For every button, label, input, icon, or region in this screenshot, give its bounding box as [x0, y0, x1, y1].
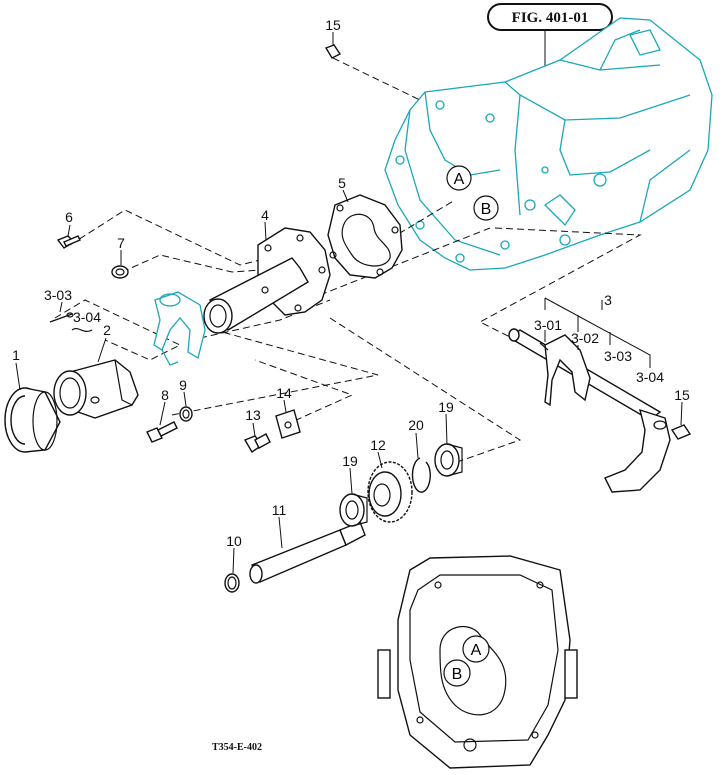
- figure-code: T354-E-402: [212, 742, 262, 753]
- callout-15-top: 15: [325, 17, 341, 33]
- callout-19-upper: 19: [438, 399, 454, 415]
- figure-title: FIG. 401-01: [512, 10, 589, 26]
- part-15-bolt-top: [324, 44, 342, 59]
- callout-19-lower: 19: [342, 453, 358, 469]
- callout-3-02: 3-02: [571, 330, 599, 346]
- ref-a-bottom: A: [462, 635, 490, 663]
- callout-4: 4: [261, 207, 269, 223]
- part-10-o-ring: [224, 573, 240, 593]
- svg-text:A: A: [471, 642, 482, 659]
- part-6-bolt: [56, 235, 81, 249]
- case-face-inset: [377, 555, 578, 769]
- part-3-shift-fork-left: [153, 291, 206, 366]
- callout-3-03: 3-03: [604, 348, 632, 364]
- callout-8: 8: [161, 387, 169, 403]
- part-20-snap-ring: [411, 457, 431, 493]
- callout-13: 13: [245, 407, 261, 423]
- part-14-plate: [275, 409, 301, 439]
- callout-2: 2: [103, 322, 111, 338]
- callout-5: 5: [338, 175, 346, 191]
- svg-text:B: B: [452, 666, 463, 683]
- callout-labels: 1 2 3 3-01 3-02 3-03 3-04 3-03 3-04 4 5 …: [12, 17, 690, 549]
- callout-10: 10: [226, 533, 242, 549]
- part-13-bolt: [243, 433, 271, 454]
- callout-3-03-left: 3-03: [44, 287, 72, 303]
- part-8-bolt: [146, 421, 178, 443]
- part-3-shift-rod-assembly: [508, 328, 671, 493]
- callout-3-01: 3-01: [534, 317, 562, 333]
- ref-b-bottom: B: [443, 659, 471, 687]
- callout-3-04: 3-04: [636, 369, 664, 385]
- transmission-housing: [384, 17, 713, 271]
- part-11-shaft: [249, 521, 366, 584]
- part-7-plug: [111, 265, 129, 279]
- callout-14: 14: [276, 385, 292, 401]
- part-3-03-3-04-pins: [49, 312, 93, 333]
- part-15-bolt-right: [670, 424, 692, 440]
- part-2-bearing-guide: [53, 359, 139, 419]
- part-12-gear: [367, 461, 413, 523]
- part-4-bearing-retainer: [203, 227, 331, 334]
- callout-11: 11: [272, 502, 287, 518]
- callout-12: 12: [370, 437, 386, 453]
- callout-6: 6: [65, 209, 73, 225]
- part-19-bearing-upper: [434, 443, 463, 477]
- part-19-bearing-lower: [339, 493, 368, 527]
- callout-9: 9: [179, 377, 187, 393]
- callout-15-right: 15: [674, 387, 690, 403]
- figure-title-box: FIG. 401-01: [487, 3, 613, 78]
- callout-3-04-left: 3-04: [73, 309, 101, 325]
- svg-text:B: B: [481, 201, 492, 218]
- part-5-gasket: [327, 194, 403, 279]
- callout-3: 3: [604, 292, 612, 308]
- part-3-bracket: [544, 297, 651, 368]
- part-9-washer: [179, 406, 193, 422]
- part-1-oil-seal: [4, 387, 61, 453]
- ref-b-top: B: [473, 195, 499, 221]
- callout-20: 20: [408, 417, 424, 433]
- callout-7: 7: [117, 235, 125, 251]
- callout-leaders: [15, 32, 683, 574]
- ref-a-top: A: [446, 165, 472, 191]
- svg-text:A: A: [454, 171, 465, 188]
- callout-1: 1: [12, 347, 20, 363]
